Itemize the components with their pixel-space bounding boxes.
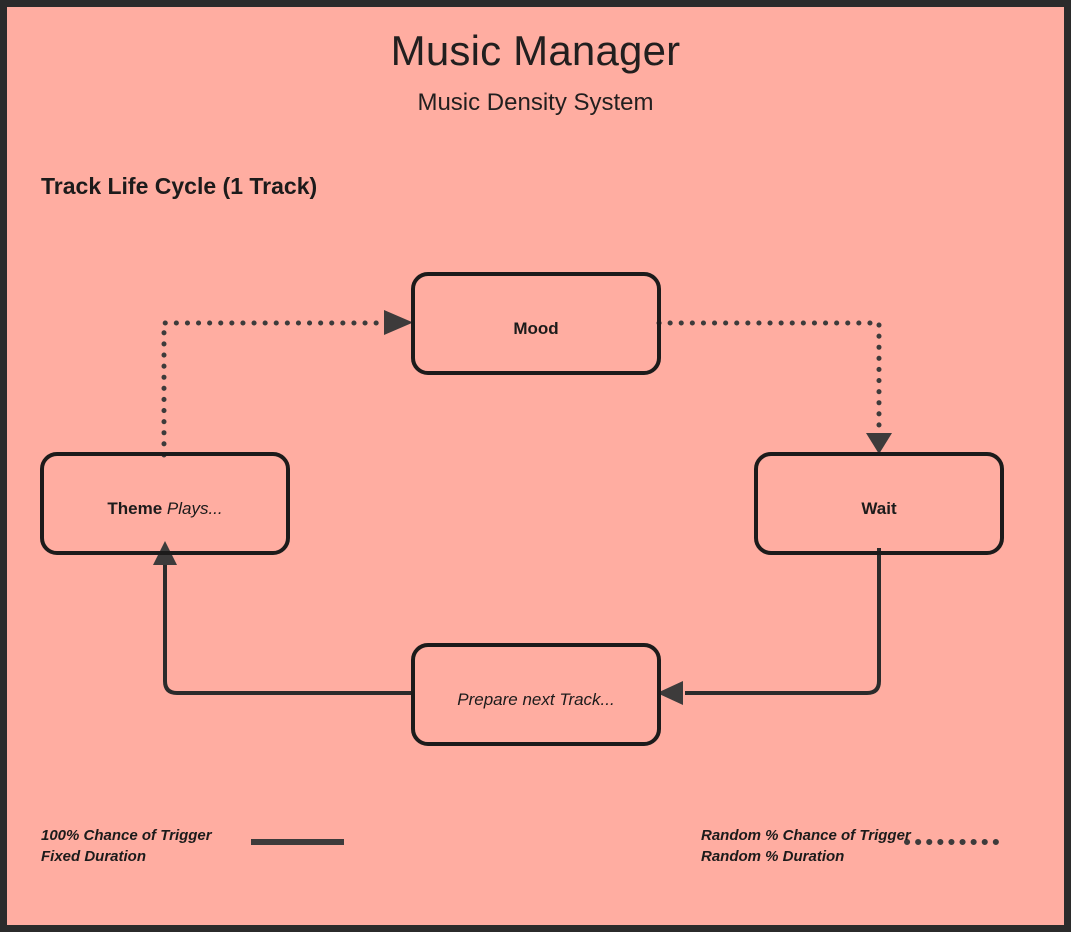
node-wait-box[interactable] <box>754 452 1004 555</box>
edge-wait-to-prepare <box>657 548 881 705</box>
legend-right: Random % Chance of Trigger Random % Dura… <box>701 825 911 867</box>
legend-right-line-2: Random % Duration <box>701 848 845 865</box>
edge-theme-to-mood <box>161 310 413 458</box>
legend-left-line-1: 100% Chance of Trigger <box>41 827 212 844</box>
node-mood-box[interactable] <box>411 272 661 375</box>
node-theme-box[interactable] <box>40 452 290 555</box>
legend-left: 100% Chance of Trigger Fixed Duration <box>41 825 212 867</box>
flowchart-svg <box>40 272 1004 845</box>
node-prepare-box[interactable] <box>411 643 661 746</box>
section-title: Track Life Cycle (1 Track) <box>41 173 318 199</box>
edge-mood-to-wait <box>656 320 892 454</box>
edge-prepare-to-theme <box>153 541 413 695</box>
legend-left-line-2: Fixed Duration <box>41 848 147 865</box>
legend-right-line-1: Random % Chance of Trigger <box>701 827 911 844</box>
